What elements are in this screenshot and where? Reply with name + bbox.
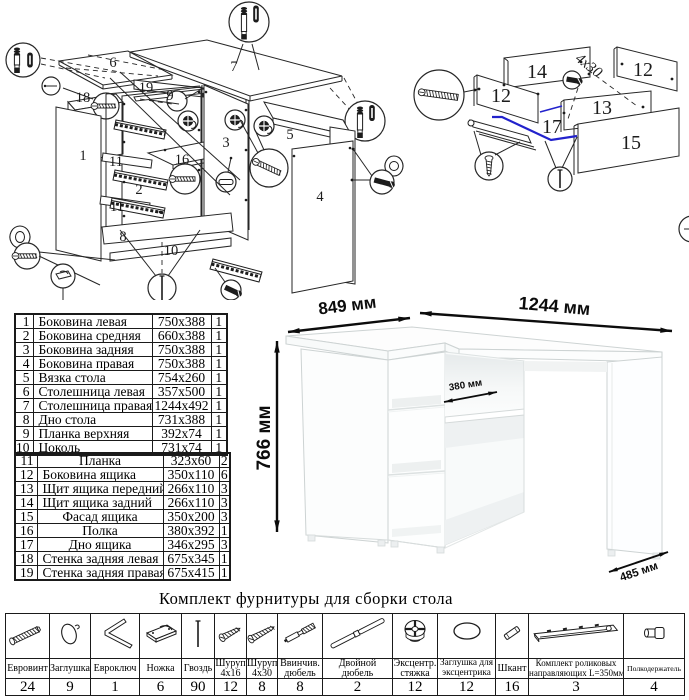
svg-text:7: 7 — [230, 59, 237, 75]
svg-text:485 мм: 485 мм — [618, 560, 659, 584]
svg-text:15: 15 — [621, 132, 641, 154]
svg-text:1244 мм: 1244 мм — [518, 293, 591, 319]
svg-text:4: 4 — [316, 189, 324, 205]
svg-text:6: 6 — [109, 55, 116, 71]
svg-text:19: 19 — [139, 80, 154, 96]
svg-text:849 мм: 849 мм — [317, 293, 377, 319]
svg-text:3: 3 — [222, 135, 229, 151]
svg-text:8: 8 — [119, 229, 126, 245]
svg-text:5: 5 — [286, 127, 293, 143]
svg-text:12: 12 — [633, 59, 653, 81]
svg-text:2: 2 — [135, 182, 142, 198]
svg-text:14: 14 — [527, 61, 547, 83]
svg-text:1: 1 — [79, 148, 86, 164]
svg-text:11: 11 — [109, 154, 123, 170]
svg-text:17: 17 — [542, 116, 562, 138]
svg-text:16: 16 — [175, 152, 190, 168]
svg-text:12: 12 — [491, 85, 511, 107]
svg-text:18: 18 — [76, 90, 91, 106]
svg-text:766 мм: 766 мм — [254, 405, 275, 470]
svg-text:9: 9 — [166, 88, 173, 104]
svg-text:380 мм: 380 мм — [448, 377, 483, 393]
svg-text:11: 11 — [110, 199, 124, 215]
svg-text:13: 13 — [592, 97, 612, 119]
svg-text:10: 10 — [164, 243, 179, 259]
